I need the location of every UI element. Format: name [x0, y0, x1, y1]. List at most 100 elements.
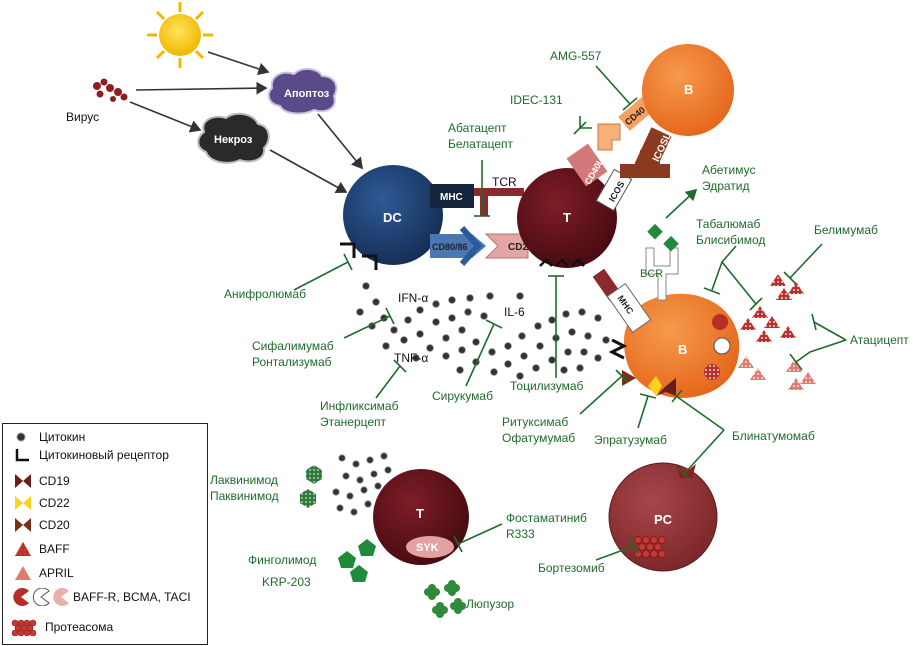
virus-icon — [93, 78, 128, 102]
upstream-arrows — [129, 51, 364, 193]
belatacept-label: Белатацепт — [448, 137, 514, 151]
abatacept-label: Абатацепт — [448, 121, 507, 135]
etanercept-label: Этанерцепт — [320, 415, 387, 429]
fostamatinib-label: Фостаматиниб — [506, 511, 587, 525]
amg557-label: AMG-557 — [550, 49, 602, 63]
legend-baff-text: BAFF — [39, 542, 70, 556]
pc-cell: PC — [608, 462, 718, 572]
paquinimod-label: Паквинимод — [210, 489, 279, 503]
cytokine-cloud-lower — [332, 452, 392, 516]
ofatumumab-label: Офатумумаб — [502, 431, 575, 445]
baff-icon — [15, 542, 31, 556]
tcr: TCR — [474, 175, 524, 216]
bcr-label: BCR — [640, 268, 663, 280]
inhibitor-lines — [293, 65, 847, 561]
necrosis-label: Некроз — [214, 134, 253, 146]
bcr: BCR — [640, 247, 679, 301]
laquinimod-label: Лаквинимод — [210, 473, 278, 487]
tabalumab-label: Табалюмаб — [696, 217, 761, 231]
t-main-cell-label: T — [563, 210, 571, 225]
belimumab-label: Белимумаб — [814, 223, 878, 237]
b-top-cell: B — [642, 44, 734, 136]
legend-cd22: CD22 — [11, 494, 70, 512]
legend-cd20: CD20 — [11, 516, 70, 534]
tcr-label: TCR — [492, 175, 517, 189]
legend-cd19: CD19 — [11, 472, 70, 490]
cd22-icon — [15, 496, 31, 510]
b-mid-receptors — [608, 314, 731, 396]
legend-receptors-text: BAFF-R, BCMA, TACI — [73, 590, 191, 604]
cytokine-icon — [16, 432, 26, 442]
legend: Цитокин Цитокиновый рецептор CD19 CD22 C… — [2, 423, 208, 645]
fingolimod-label: Финголимод — [248, 553, 316, 567]
legend-proteasome-text: Протеасома — [45, 620, 114, 634]
cd19-icon — [15, 474, 31, 488]
atacicept-label: Атацицепт — [850, 333, 909, 347]
rontalizumab-label: Ронтализумаб — [252, 355, 332, 369]
ifn-label: IFN-α — [398, 291, 428, 305]
proteasome-icon — [11, 619, 37, 636]
tocilizumab-label: Тоцилизумаб — [510, 379, 584, 393]
r333-label: R333 — [506, 527, 535, 541]
syk-label: SYK — [416, 542, 439, 554]
baff-april-cluster — [738, 274, 816, 390]
legend-cd20-text: CD20 — [39, 518, 70, 532]
cd8086-label: CD80/86 — [432, 242, 468, 252]
t-lower-cell-label: T — [416, 506, 424, 521]
drug-labels: AMG-557 IDEC-131 Абатацепт Белатацепт Аб… — [210, 49, 909, 611]
b-top-cell-label: B — [684, 82, 693, 97]
mhc-dc-label: MHC — [440, 192, 463, 203]
infliximab-label: Инфликсимаб — [320, 399, 399, 413]
april-icon — [15, 566, 31, 580]
rituximab-label: Ритуксимаб — [502, 415, 568, 429]
necrosis-blob: Некроз — [197, 112, 270, 164]
cd28-label: CD28 — [508, 242, 534, 253]
mhc-dc: MHC — [430, 184, 474, 208]
legend-cytokine-receptor: Цитокиновый рецептор — [11, 446, 169, 464]
blisibimod-label: Блисибимод — [696, 233, 765, 247]
laquinimod-icons — [300, 465, 322, 508]
edratid-label: Эдратид — [702, 179, 750, 193]
dc-cell: DC — [343, 165, 443, 265]
legend-cd22-text: CD22 — [39, 496, 70, 510]
pc-cell-label: PC — [654, 512, 673, 527]
legend-proteasome: Протеасома — [11, 618, 113, 636]
sifalimumab-label: Сифалимумаб — [252, 339, 334, 353]
tnf-label: TNF-α — [394, 351, 428, 365]
t-main-cell: T — [517, 168, 617, 268]
idec131-label: IDEC-131 — [510, 93, 563, 107]
blinatumomab-label: Блинатумомаб — [732, 429, 815, 443]
legend-april-text: APRIL — [39, 566, 74, 580]
il6-label: IL-6 — [504, 305, 525, 319]
legend-april: APRIL — [11, 564, 74, 582]
legend-cd19-text: CD19 — [39, 474, 70, 488]
legend-receptors: BAFF-R, BCMA, TACI — [11, 588, 191, 606]
lupuzor-label: Люпузор — [466, 597, 514, 611]
krp203-label: KRP-203 — [262, 575, 311, 589]
b-mid-cell-label: B — [678, 342, 687, 357]
legend-cytokine-text: Цитокин — [39, 430, 86, 444]
epratuzumab-label: Эпратузумаб — [594, 433, 667, 447]
cd20-icon — [15, 518, 31, 532]
baff-receptors-icon — [13, 588, 69, 606]
dc-cell-label: DC — [383, 210, 402, 225]
dc-cytokine-receptor — [340, 242, 356, 258]
t-lower-cell: T SYK — [373, 469, 469, 565]
anifrolumab-label: Анифролюмаб — [224, 287, 306, 301]
fingolimod-icons — [338, 539, 376, 582]
apoptosis-blob: Апоптоз — [267, 68, 338, 115]
sun-icon — [147, 2, 213, 68]
apoptosis-label: Апоптоз — [284, 88, 330, 100]
abetimus-label: Абетимус — [702, 163, 755, 177]
lupuzor-icons — [424, 580, 466, 618]
cd8086: CD80/86 — [430, 226, 486, 266]
cytokine-receptor-icon — [15, 449, 29, 462]
legend-cytokine-receptor-text: Цитокиновый рецептор — [39, 448, 169, 462]
t-main-receptors — [539, 258, 585, 267]
sirukumab-label: Сирукумаб — [432, 389, 493, 403]
legend-baff: BAFF — [11, 540, 70, 558]
legend-cytokine: Цитокин — [11, 428, 85, 446]
antigen-diamonds — [647, 223, 679, 252]
